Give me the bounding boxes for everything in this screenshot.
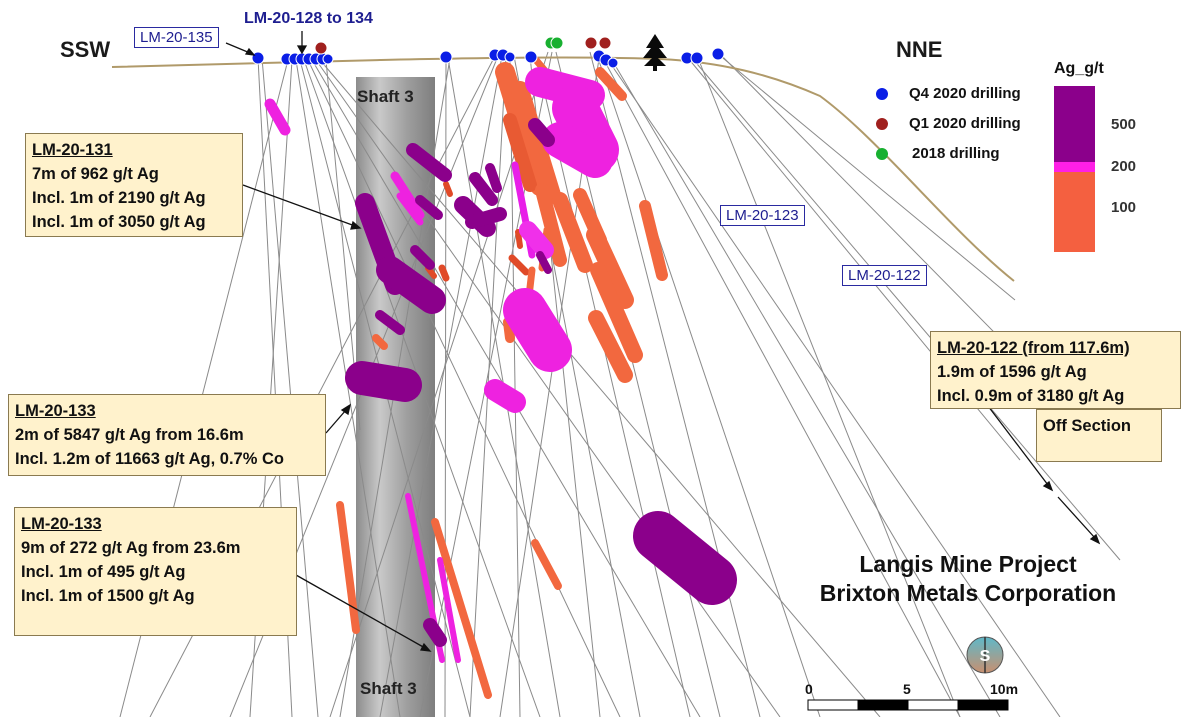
hole-label-lm-20-128-134: LM-20-128 to 134 bbox=[244, 10, 373, 27]
callout-title: LM-20-133 bbox=[15, 402, 96, 420]
compass-icon: S bbox=[966, 636, 1004, 674]
legend-label-q1-2020: Q1 2020 drilling bbox=[909, 115, 1021, 132]
callout-line: Incl. 1m of 2190 g/t Ag bbox=[32, 189, 206, 207]
grade-legend-500: 500 bbox=[1111, 116, 1137, 133]
callout-title: LM-20-131 bbox=[32, 141, 113, 159]
scale-bar bbox=[807, 699, 1009, 711]
callout-line: Incl. 1m of 1500 g/t Ag bbox=[21, 587, 195, 605]
direction-nne: NNE bbox=[896, 37, 943, 62]
grade-legend-200: 200 bbox=[1111, 158, 1137, 175]
legend-dot-2018 bbox=[876, 148, 888, 160]
scale-label-10m: 10m bbox=[990, 681, 1019, 697]
shaft-label-top: Shaft 3 bbox=[357, 87, 414, 106]
off-section-text: Off Section bbox=[1043, 417, 1132, 435]
callout-line: Incl. 0.9m of 3180 g/t Ag bbox=[937, 387, 1125, 405]
callout-lm-20-122: LM-20-122 (from 117.6m) 1.9m of 1596 g/t… bbox=[930, 331, 1181, 409]
leader-arrows bbox=[225, 31, 1101, 652]
grade-bar-high bbox=[1054, 86, 1095, 162]
collar-markers bbox=[251, 36, 725, 69]
project-name: Langis Mine Project bbox=[859, 551, 1077, 577]
grade-legend-title: Ag_g/t bbox=[1054, 60, 1104, 77]
project-title: Langis Mine Project Brixton Metals Corpo… bbox=[803, 550, 1133, 608]
hole-label-lm-20-123: LM-20-123 bbox=[720, 205, 805, 226]
callout-line: Incl. 1m of 495 g/t Ag bbox=[21, 563, 186, 581]
legend-label-q4-2020: Q4 2020 drilling bbox=[909, 85, 1021, 102]
callout-title: LM-20-133 bbox=[21, 515, 102, 533]
hole-label-lm-20-135: LM-20-135 bbox=[134, 27, 219, 48]
callout-line: 9m of 272 g/t Ag from 23.6m bbox=[21, 539, 241, 557]
callout-line: Incl. 1.2m of 11663 g/t Ag, 0.7% Co bbox=[15, 450, 284, 468]
legend-dot-q4-2020 bbox=[876, 88, 888, 100]
svg-text:S: S bbox=[980, 648, 991, 665]
grade-bar-low bbox=[1054, 172, 1095, 252]
callout-lm-20-131: LM-20-131 7m of 962 g/t Ag Incl. 1m of 2… bbox=[25, 133, 243, 237]
callout-line: 2m of 5847 g/t Ag from 16.6m bbox=[15, 426, 244, 444]
callout-title: LM-20-122 (from 117.6m) bbox=[937, 339, 1130, 357]
assay-intercepts bbox=[264, 56, 737, 699]
scale-label-5: 5 bbox=[903, 681, 911, 697]
legend-label-2018: 2018 drilling bbox=[912, 145, 1000, 162]
shaft-label-bottom: Shaft 3 bbox=[360, 679, 417, 698]
grade-bar-mid bbox=[1054, 162, 1095, 172]
tree-icon bbox=[643, 34, 667, 71]
legend-dot-q1-2020 bbox=[876, 118, 888, 130]
grade-legend-100: 100 bbox=[1111, 199, 1137, 216]
callout-line: 7m of 962 g/t Ag bbox=[32, 165, 159, 183]
callout-line: 1.9m of 1596 g/t Ag bbox=[937, 363, 1087, 381]
off-section-note: Off Section bbox=[1036, 409, 1162, 462]
scale-label-0: 0 bbox=[805, 681, 813, 697]
direction-ssw: SSW bbox=[60, 37, 111, 62]
company-name: Brixton Metals Corporation bbox=[819, 580, 1117, 606]
callout-lm-20-133-lower: LM-20-133 9m of 272 g/t Ag from 23.6m In… bbox=[14, 507, 297, 636]
callout-line: Incl. 1m of 3050 g/t Ag bbox=[32, 213, 206, 231]
hole-label-lm-20-122: LM-20-122 bbox=[842, 265, 927, 286]
callout-lm-20-133-upper: LM-20-133 2m of 5847 g/t Ag from 16.6m I… bbox=[8, 394, 326, 476]
